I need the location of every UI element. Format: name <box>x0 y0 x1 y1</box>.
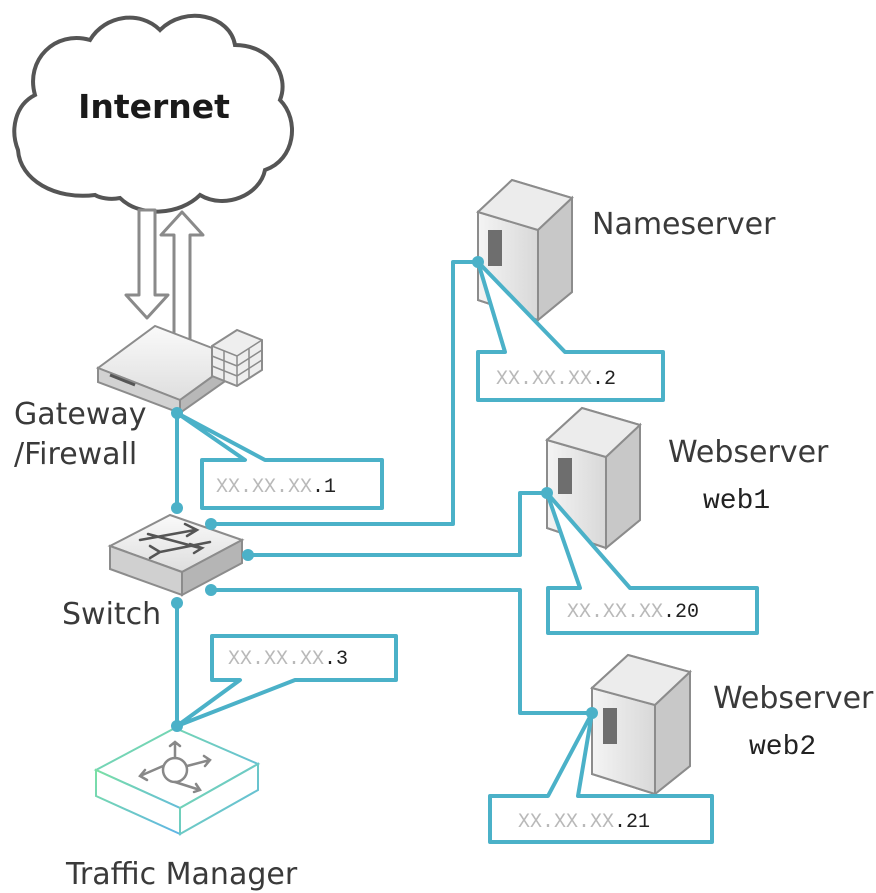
cloud-icon <box>12 13 294 214</box>
switch-port-dot-web2 <box>205 584 217 596</box>
internet-cloud: Internet <box>12 13 294 214</box>
gateway-ip: XX.XX.XX.1 <box>216 476 336 499</box>
web2-hostname: web2 <box>749 732 816 763</box>
nameserver-ip-callout <box>476 260 665 402</box>
switch-port-dot-bottom <box>171 597 183 609</box>
switch-port-dot-top <box>171 502 183 514</box>
traffic-arrows <box>124 208 205 342</box>
switch-port-dot-web1 <box>242 549 254 561</box>
web1-ip-callout <box>545 491 759 635</box>
gateway-device: Gateway /Firewall <box>14 324 263 472</box>
server-tower-icon <box>545 406 642 551</box>
web1-device: Webserver web1 XX.XX.XX.20 <box>541 406 829 635</box>
traffic-manager-ip: XX.XX.XX.3 <box>228 648 348 671</box>
gateway-label: Gateway <box>14 397 147 432</box>
traffic-manager-label: Traffic Manager <box>65 857 298 892</box>
gateway-ip-callout: XX.XX.XX.1 <box>175 411 384 510</box>
web1-ip: XX.XX.XX.20 <box>567 601 699 624</box>
traffic-manager-port-dot <box>171 720 183 732</box>
internet-label: Internet <box>78 87 230 126</box>
traffic-manager-device: Traffic Manager <box>65 720 298 892</box>
server-tower-icon <box>589 653 692 797</box>
web2-label: Webserver <box>713 681 874 716</box>
web1-hostname: web1 <box>703 486 770 517</box>
arrow-up-icon <box>159 210 205 342</box>
arrow-down-icon <box>124 208 170 320</box>
nameserver-device: Nameserver XX.XX.XX.2 <box>472 178 776 402</box>
switch-label: Switch <box>62 597 161 632</box>
link-switch-nameserver <box>211 260 478 526</box>
link-switch-web1 <box>248 491 547 557</box>
web2-device: Webserver web2 XX.XX.XX.21 <box>488 653 874 844</box>
nameserver-label: Nameserver <box>592 207 776 242</box>
switch-port-dot-nameserver <box>205 518 217 530</box>
link-switch-web2 <box>211 588 592 715</box>
switch-device: Switch <box>62 502 254 632</box>
firewall-label: /Firewall <box>14 437 137 472</box>
nameserver-ip: XX.XX.XX.2 <box>496 368 616 391</box>
web2-ip-callout <box>488 711 714 844</box>
network-links <box>175 260 592 726</box>
traffic-manager-icon <box>93 726 261 836</box>
web1-label: Webserver <box>668 435 829 470</box>
switch-icon <box>107 513 245 597</box>
traffic-manager-ip-callout: XX.XX.XX.3 <box>175 634 398 728</box>
web2-ip: XX.XX.XX.21 <box>518 811 650 834</box>
